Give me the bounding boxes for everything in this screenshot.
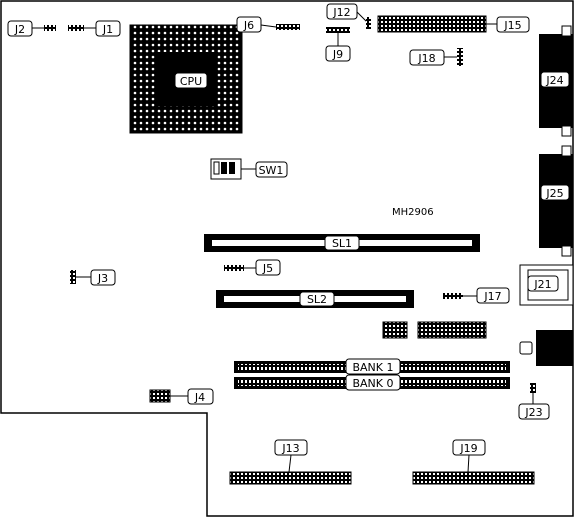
cpu-socket: CPU xyxy=(129,24,243,134)
j9-jumper: J9 xyxy=(325,27,351,62)
j24-serial-port: J24 xyxy=(539,25,573,137)
j19-label: J19 xyxy=(459,442,477,455)
j18-label: J18 xyxy=(417,52,435,65)
j15-label: J15 xyxy=(503,19,521,32)
j12-jumper: J12 xyxy=(326,3,371,29)
simm-bank-1: BANK 1 xyxy=(234,358,510,375)
j2-label: J2 xyxy=(14,23,25,36)
j3-jumper: J3 xyxy=(70,269,116,286)
j1-label: J1 xyxy=(102,23,113,36)
j5-label: J5 xyxy=(262,262,273,275)
j9-label: J9 xyxy=(332,48,343,61)
sl2-expansion-slot: SL2 xyxy=(216,290,414,308)
j17-jumper: J17 xyxy=(443,287,510,304)
j15-header: J15 xyxy=(377,15,530,33)
sw1-dip-switch: SW1 xyxy=(210,158,288,180)
j5-jumper: J5 xyxy=(224,259,281,276)
j19-header: J19 xyxy=(412,439,535,485)
bank0-label: BANK 0 xyxy=(352,377,393,390)
sw1-label: SW1 xyxy=(259,164,284,177)
j23-label: J23 xyxy=(524,406,542,419)
jumper-block-small xyxy=(382,321,408,339)
j13-label: J13 xyxy=(281,442,299,455)
j24-label: J24 xyxy=(545,74,563,87)
j3-label: J3 xyxy=(97,272,108,285)
j1-jumper: J1 xyxy=(68,20,121,37)
j2-jumper: J2 xyxy=(7,20,56,37)
jumper-block-large xyxy=(417,321,487,339)
j6-label: J6 xyxy=(243,19,254,32)
j17-label: J17 xyxy=(483,290,501,303)
j18-jumper: J18 xyxy=(409,48,463,66)
j25-parallel-port: J25 xyxy=(539,145,573,257)
board-model-label: MH2906 xyxy=(392,207,434,218)
sl1-expansion-slot: SL1 xyxy=(204,234,480,252)
j6-connector: J6 xyxy=(236,16,300,33)
sl2-label: SL2 xyxy=(307,293,327,306)
board-outline xyxy=(0,0,574,517)
cpu-label: CPU xyxy=(180,75,202,88)
bank1-label: BANK 1 xyxy=(352,361,393,374)
j4-label: J4 xyxy=(194,391,205,404)
j13-header: J13 xyxy=(229,439,352,485)
keyboard-connector xyxy=(519,330,573,366)
j21-label: J21 xyxy=(533,278,551,291)
simm-bank-0: BANK 0 xyxy=(234,374,510,391)
j23-jumper: J23 xyxy=(518,383,550,420)
j4-connector: J4 xyxy=(149,388,214,405)
sl1-label: SL1 xyxy=(332,237,352,250)
j25-label: J25 xyxy=(545,187,563,200)
j21-connector: J21 xyxy=(519,264,574,306)
j12-label: J12 xyxy=(332,6,350,19)
